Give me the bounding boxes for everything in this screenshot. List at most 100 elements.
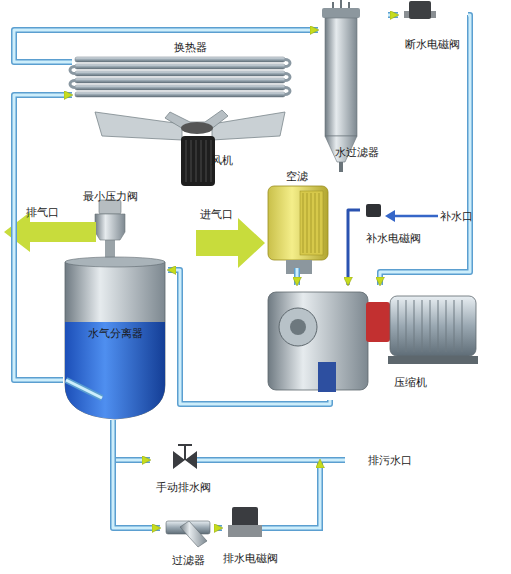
manual-drain-valve: 手动排水阀 xyxy=(150,442,210,494)
flow-arrow xyxy=(113,420,160,528)
compressor-symbol xyxy=(318,362,336,392)
compressor-symbol xyxy=(398,300,462,352)
water-filter-symbol xyxy=(322,8,360,18)
water-supply-line xyxy=(348,210,360,285)
fan-symbol xyxy=(181,122,213,134)
heat-exchanger: 换热器 xyxy=(72,40,288,102)
port-label: 排污水口 xyxy=(368,454,412,467)
pipe-connector xyxy=(216,528,222,529)
pipe-connector xyxy=(14,95,72,380)
port-label: 进气口 xyxy=(200,208,233,221)
water-filter-symbol xyxy=(333,0,349,8)
water-supply-arrow xyxy=(385,210,395,222)
strainer-symbol xyxy=(166,521,210,547)
drain-valve-symbol xyxy=(228,525,262,537)
separator-tank xyxy=(65,257,165,419)
separator-tank xyxy=(65,262,165,419)
separator-tank xyxy=(66,380,102,398)
pipe-outline xyxy=(113,420,160,528)
drain-valve-symbol xyxy=(232,507,258,527)
solenoid-valve-symbol xyxy=(404,1,436,19)
drain-solenoid-valve: 排水电磁阀 xyxy=(222,502,286,568)
cooling-fan: 风机 xyxy=(88,104,288,186)
pipe-core xyxy=(14,30,318,62)
flow-arrow xyxy=(297,268,298,285)
water-air-separator: 水气分离器 xyxy=(63,255,168,420)
pipe-core xyxy=(380,15,470,285)
water-filter: 水过滤器 xyxy=(318,5,388,175)
pipe-connector xyxy=(380,15,470,285)
flow-arrow xyxy=(168,270,330,404)
air-filter: 空滤 xyxy=(262,168,334,268)
flow-arrow xyxy=(380,15,470,285)
pipe-outline xyxy=(216,525,222,531)
flow-arrow xyxy=(113,420,150,460)
cutoff-solenoid-valve: 断水电磁阀 xyxy=(398,0,468,52)
water-supply-arrow xyxy=(385,210,438,222)
pipe-outline xyxy=(380,15,470,285)
heat-exchanger-coil xyxy=(75,64,285,69)
pipe-connector xyxy=(113,420,150,460)
pipe-core xyxy=(388,14,398,17)
air-filter-symbol xyxy=(300,191,323,255)
heat-exchanger-coil xyxy=(75,85,285,90)
drain-pipe xyxy=(197,460,345,528)
air-filter-symbol xyxy=(268,186,328,274)
strainer-filter: 过滤器 xyxy=(160,514,216,569)
heat-exchanger-coil xyxy=(70,57,290,97)
pipe-core xyxy=(14,95,72,380)
pipe-core xyxy=(113,420,150,460)
fan-symbol xyxy=(181,136,215,186)
port-label: 排气口 xyxy=(26,206,59,219)
compressor-symbol xyxy=(279,308,317,346)
component-label: 风机 xyxy=(211,154,233,167)
pipe-connector xyxy=(14,30,318,62)
heat-exchanger-coil xyxy=(70,60,290,95)
compressor: 压缩机 xyxy=(262,285,484,400)
fan-symbol xyxy=(95,110,285,186)
component-label: 补水电磁阀 xyxy=(366,232,421,245)
compressor-symbol xyxy=(390,296,476,356)
drain-pipe xyxy=(197,460,345,528)
flow-arrow xyxy=(216,528,222,529)
intake-arrow xyxy=(196,218,265,268)
port-label: 补水口 xyxy=(440,210,473,223)
component-label: 最小压力阀 xyxy=(83,190,138,203)
pipe-outline xyxy=(113,420,150,460)
supply-solenoid-valve: 补水电磁阀 xyxy=(360,200,430,245)
min-pressure-valve-symbol xyxy=(105,238,115,258)
heat-exchanger-coil xyxy=(75,92,285,97)
pipe-outline xyxy=(348,210,360,285)
water-filter-symbol xyxy=(325,18,357,136)
compressor-symbol xyxy=(388,356,478,364)
compressor-symbol xyxy=(268,292,478,392)
flow-arrow xyxy=(14,30,318,62)
component-label: 空滤 xyxy=(286,170,308,183)
pipe-outline xyxy=(14,30,318,62)
pipe-connector xyxy=(113,420,160,528)
air-filter-symbol xyxy=(268,186,328,260)
heat-exchanger-coil xyxy=(75,71,285,76)
fan-symbol xyxy=(186,140,211,182)
compressor-symbol xyxy=(366,302,390,342)
component-label: 水过滤器 xyxy=(335,146,379,159)
manual-valve-symbol xyxy=(178,445,192,460)
intake-arrow xyxy=(196,218,265,268)
min-pressure-valve-symbol xyxy=(95,214,125,240)
pipe-outline xyxy=(388,12,398,18)
component-label: 水气分离器 xyxy=(88,327,143,340)
component-label: 换热器 xyxy=(174,41,207,54)
flow-arrow xyxy=(14,95,72,380)
pipe-core xyxy=(168,270,330,404)
pipe-core xyxy=(113,420,160,528)
heat-exchanger-coil xyxy=(75,78,285,83)
pipe-connector xyxy=(388,15,398,16)
separator-tank xyxy=(66,380,102,398)
pipe-outline xyxy=(168,270,330,404)
drain-pipe xyxy=(197,460,345,528)
water-filter-symbol xyxy=(339,162,343,172)
